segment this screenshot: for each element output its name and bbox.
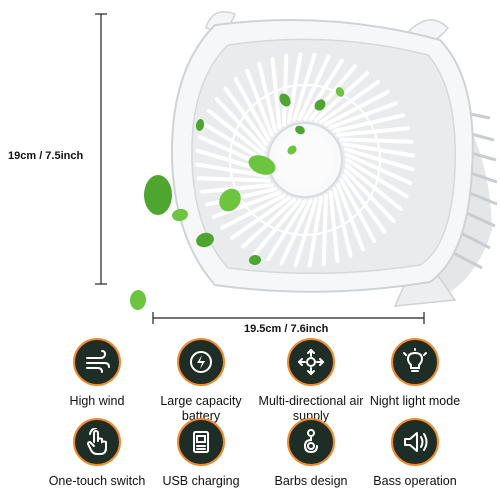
grille-spoke: [292, 52, 317, 123]
flying-leaves: [129, 87, 345, 310]
grille-spoke: [195, 162, 269, 178]
leaf: [195, 119, 205, 131]
grille-spoke: [321, 193, 328, 267]
grille-spoke: [253, 198, 302, 256]
fan-grille: [195, 52, 415, 268]
grille-spoke: [307, 196, 324, 268]
grille-spoke: [286, 52, 303, 124]
grille-spoke: [233, 76, 271, 142]
grille-spoke: [293, 197, 318, 268]
feature-label: One-touch switch: [48, 474, 146, 488]
grille-spoke: [343, 168, 396, 223]
grille-spoke: [341, 173, 387, 234]
grille-spoke: [336, 183, 365, 252]
feature-high-wind: High wind: [42, 338, 152, 409]
wind-icon: [73, 338, 121, 386]
feature-night-light: Night light mode: [360, 338, 470, 409]
grille-spoke: [344, 163, 403, 211]
grille-spoke: [339, 137, 414, 144]
width-dimension-line: [152, 312, 425, 324]
feature-multi-directional: Multi-directional air supply: [256, 338, 366, 424]
grille-spoke: [205, 187, 278, 207]
grille-spoke: [223, 86, 269, 147]
grille-spoke: [336, 126, 410, 137]
feature-one-touch: One-touch switch: [42, 418, 152, 489]
grille-spoke: [266, 199, 307, 262]
battery-icon: [177, 338, 225, 386]
feature-bass-operation: Bass operation: [360, 418, 470, 489]
grille-spoke: [332, 113, 405, 133]
grille-spoke: [297, 54, 331, 122]
width-dimension-label: 19.5cm / 7.6inch: [244, 323, 329, 335]
grille-spoke: [230, 196, 291, 240]
height-dimension-label: 19cm / 7.5inch: [8, 150, 84, 162]
usb-icon: [177, 418, 225, 466]
grille-spoke: [319, 80, 380, 124]
feature-label: High wind: [69, 394, 125, 408]
grille-ring: [229, 84, 381, 236]
height-dimension-line: [95, 13, 107, 285]
leaf: [129, 290, 147, 310]
feature-label: Night light mode: [369, 394, 461, 408]
grille-spoke: [279, 198, 313, 266]
grille-spoke: [245, 68, 274, 137]
grille-spoke: [324, 90, 390, 127]
grille-spoke: [341, 142, 415, 158]
grille-spoke: [200, 183, 274, 194]
grille-spoke: [241, 197, 297, 249]
grille-spoke: [344, 152, 413, 185]
feature-label: USB charging: [162, 474, 240, 488]
feature-label: Barbs design: [274, 474, 348, 488]
hook-icon: [287, 418, 335, 466]
grille-spoke: [328, 190, 340, 263]
grille-spoke: [332, 187, 353, 258]
grille-spoke: [257, 62, 278, 133]
fan-product-image: [95, 11, 498, 324]
feature-label: Bass operation: [373, 474, 457, 488]
leaf: [314, 99, 326, 111]
grille-spoke: [328, 101, 399, 130]
leaf: [335, 87, 345, 97]
grille-spoke: [339, 178, 377, 244]
leaf: [279, 93, 291, 107]
grille-spoke: [196, 176, 271, 183]
leaf: [287, 145, 297, 155]
leaf: [172, 208, 188, 222]
feature-barbs-design: Barbs design: [256, 418, 366, 489]
leaf: [219, 188, 241, 212]
feature-usb-charging: USB charging: [146, 418, 256, 489]
grille-spoke: [282, 53, 289, 127]
grille-spoke: [207, 109, 266, 157]
grille-spoke: [303, 58, 344, 121]
grille-spoke: [220, 193, 286, 230]
grille-spoke: [211, 190, 282, 219]
leaf: [144, 175, 172, 215]
grille-spoke: [270, 57, 282, 130]
leaf: [249, 254, 261, 266]
leaf: [196, 232, 214, 248]
grille-spoke: [214, 97, 267, 152]
grille-spoke: [313, 71, 369, 123]
light-bulb-icon: [391, 338, 439, 386]
feature-battery: Large capacity battery: [146, 338, 256, 424]
rotate-arrows-icon: [287, 338, 335, 386]
grille-spoke: [345, 158, 409, 199]
grille-spoke: [201, 121, 265, 162]
leaf: [248, 155, 276, 175]
touch-hand-icon: [73, 418, 121, 466]
speaker-icon: [391, 418, 439, 466]
leaf: [295, 125, 305, 135]
